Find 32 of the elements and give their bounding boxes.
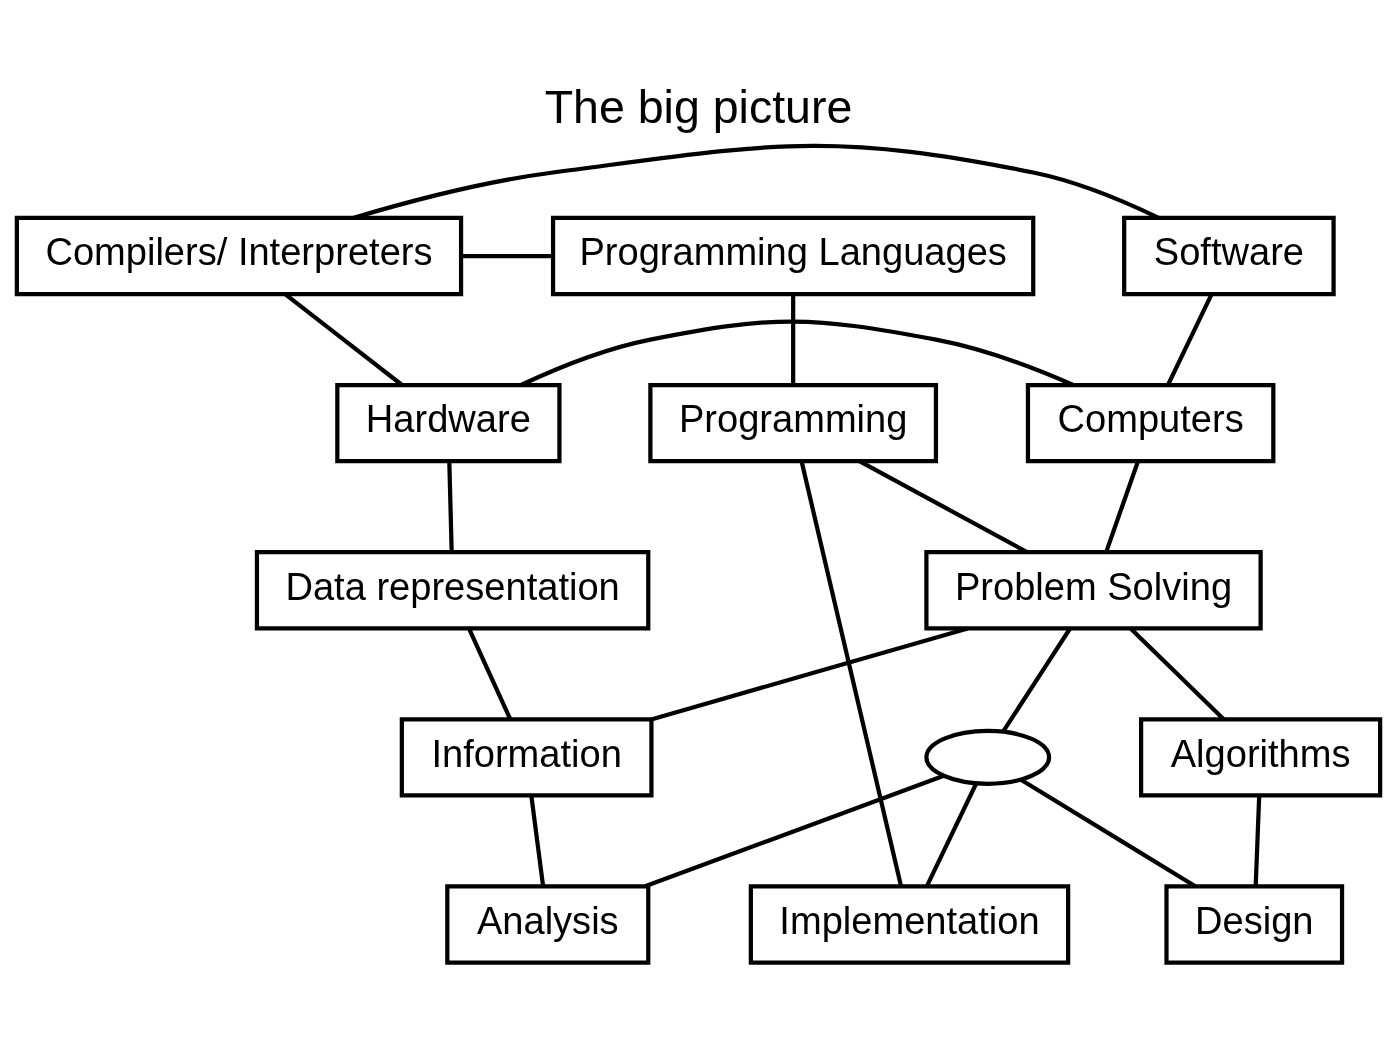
connector (447, 461, 454, 553)
connector (1019, 777, 1197, 889)
node-box: Analysis (445, 884, 651, 965)
node-box: Data representation (254, 550, 651, 631)
node-box: Programming (648, 382, 939, 464)
diagram-title: The big picture (544, 81, 853, 134)
connector (644, 774, 944, 889)
connector (467, 627, 513, 721)
connector (1001, 627, 1072, 732)
connector (651, 626, 969, 722)
node-box: Computers (1025, 382, 1276, 464)
connector (799, 461, 903, 887)
node-box: Compilers/ Interpreters (14, 215, 464, 297)
node-box: Problem Solving (924, 550, 1263, 631)
connector (858, 459, 1029, 554)
node-box: Algorithms (1139, 717, 1383, 798)
connector (529, 795, 546, 887)
connector (1104, 460, 1140, 553)
node-box: Implementation (748, 884, 1071, 965)
connector (791, 294, 796, 385)
node-box: Software (1122, 215, 1336, 297)
node-box: Design (1164, 884, 1345, 965)
node-box: Hardware (335, 382, 562, 464)
connector (461, 253, 553, 259)
node-box: Programming Languages (550, 215, 1036, 297)
node-ellipse (924, 728, 1052, 786)
connector (924, 782, 979, 888)
node-box: Information (399, 717, 654, 798)
connector (1253, 795, 1262, 887)
connector (353, 143, 1160, 220)
connector (1166, 293, 1214, 386)
connector (1129, 627, 1226, 721)
